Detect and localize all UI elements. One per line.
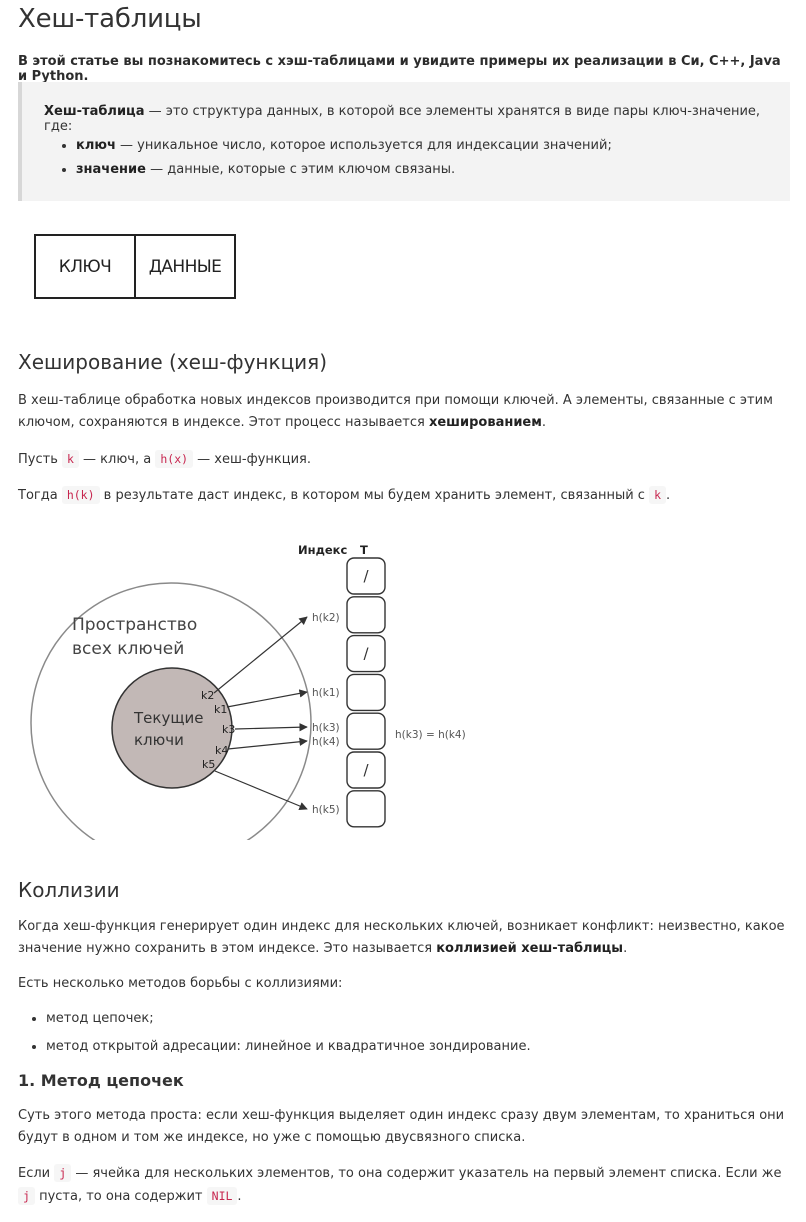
hash-table-slots: / / /: [346, 557, 386, 828]
hash-table-slot: [346, 751, 386, 789]
key-label: k1: [214, 703, 227, 716]
hash-table-slot: [346, 596, 386, 634]
definition-callout: Хеш-таблица — это структура данных, в ко…: [18, 82, 790, 201]
paragraph-text: — хеш-функция.: [193, 452, 311, 467]
paragraph-text: .: [666, 488, 671, 503]
definition-body: — это структура данных, в которой все эл…: [44, 104, 761, 134]
paragraph-text: В хеш-таблице обработка новых индексов п…: [18, 393, 773, 430]
list-item: значение — данные, которые с этим ключом…: [76, 162, 612, 177]
chaining-paragraph-2: Если j — ячейка для нескольких элементов…: [18, 1162, 790, 1208]
definition-list: ключ — уникальное число, которое использ…: [44, 138, 612, 186]
hash-label: h(k2): [312, 612, 340, 624]
inline-code: NIL: [206, 1187, 238, 1205]
list-item-term: ключ: [76, 138, 116, 153]
collisions-heading: Коллизии: [18, 878, 120, 902]
hash-arrow: [213, 616, 308, 694]
paragraph-text: пуста, то она содержит: [34, 1189, 207, 1204]
empty-slot-marker: /: [363, 645, 369, 663]
hash-label: h(k1): [312, 687, 340, 699]
hash-arrow: [214, 770, 308, 810]
inner-label-line-1: Текущие: [133, 709, 203, 727]
paragraph-text: Тогда: [18, 488, 62, 503]
paragraph-text: .: [541, 415, 547, 430]
lead-paragraph: В этой статье вы познакомитесь с хэш-таб…: [18, 54, 781, 84]
hash-arrow: [226, 689, 308, 708]
inline-code: h(x): [155, 450, 194, 468]
list-item-text: — данные, которые с этим ключом связаны.: [145, 162, 456, 177]
collision-label: h(k3) = h(k4): [395, 729, 466, 741]
inline-code: h(k): [61, 486, 100, 504]
hash-label: h(k3): [312, 722, 340, 734]
list-item: метод открытой адресации: линейное и ква…: [46, 1037, 531, 1057]
inline-code: k: [649, 486, 667, 504]
inner-label-line-2: ключи: [134, 731, 184, 749]
hash-table-slot: [346, 790, 386, 828]
hashing-paragraph-2: Пусть k — ключ, а h(x) — хеш-функция.: [18, 448, 790, 471]
key-value-diagram: КЛЮЧ ДАННЫЕ: [34, 234, 236, 299]
empty-slot-marker: /: [363, 761, 369, 779]
paragraph-text: Когда хеш-функция генерирует один индекс…: [18, 919, 785, 956]
collision-methods-list: метод цепочек; метод открытой адресации:…: [18, 1009, 531, 1065]
value-cell: ДАННЫЕ: [134, 236, 234, 297]
paragraph-text: — ключ, а: [78, 452, 156, 467]
list-item: метод цепочек;: [46, 1009, 531, 1029]
key-label: k4: [215, 744, 228, 757]
inline-code: k: [61, 450, 79, 468]
paragraph-text: — ячейка для нескольких элементов, то он…: [71, 1166, 782, 1181]
outer-label-line-2: всех ключей: [72, 639, 184, 659]
current-keys-circle: [111, 667, 233, 789]
paragraph-text: в результате даст индекс, в котором мы б…: [99, 488, 650, 503]
definition-text: Хеш-таблица — это структура данных, в ко…: [44, 104, 790, 134]
hash-table-slot: [346, 673, 386, 712]
hash-label: h(k5): [312, 804, 340, 816]
chaining-heading: 1. Метод цепочек: [18, 1071, 184, 1090]
definition-term: Хеш-таблица: [44, 104, 145, 119]
hash-table-slot: [346, 557, 386, 595]
paragraph-text: .: [623, 941, 628, 956]
paragraph-text: Если: [18, 1166, 55, 1181]
key-label: k3: [222, 723, 235, 736]
collisions-paragraph-1: Когда хеш-функция генерирует один индекс…: [18, 916, 790, 960]
hash-arrow: [234, 723, 308, 732]
hash-function-diagram: Пространство всех ключей Текущие ключи k…: [30, 543, 466, 840]
inline-code: j: [54, 1164, 72, 1182]
list-item-term: значение: [76, 162, 146, 177]
hash-table-slot: [346, 634, 386, 673]
table-label: T: [360, 543, 368, 557]
outer-label-line-1: Пространство: [72, 615, 197, 635]
hashing-paragraph-1: В хеш-таблице обработка новых индексов п…: [18, 390, 790, 434]
hash-table-slot: [346, 712, 386, 750]
hashing-paragraph-3: Тогда h(k) в результате даст индекс, в к…: [18, 484, 790, 507]
bold-term: хешированием: [428, 415, 542, 430]
inline-code: j: [18, 1187, 35, 1205]
paragraph-text: .: [237, 1189, 242, 1204]
page-title: Хеш-таблицы: [18, 4, 202, 34]
key-cell: КЛЮЧ: [58, 256, 112, 277]
chaining-paragraph-1: Суть этого метода проста: если хеш-функц…: [18, 1108, 785, 1145]
key-label: k5: [202, 758, 215, 771]
hashing-heading: Хеширование (хеш-функция): [18, 350, 328, 374]
list-item: ключ — уникальное число, которое использ…: [76, 138, 612, 153]
collisions-paragraph-2: Есть несколько методов борьбы с коллизия…: [18, 976, 343, 991]
index-label: Индекс: [298, 543, 347, 557]
key-label: k2: [201, 689, 214, 702]
paragraph-text: Пусть: [18, 452, 62, 467]
list-item-text: — уникальное число, которое используется…: [115, 138, 612, 153]
hash-arrow: [227, 737, 308, 750]
bold-term: коллизией хеш-таблицы: [436, 941, 624, 956]
hash-label: h(k4): [312, 736, 340, 748]
empty-slot-marker: /: [363, 567, 369, 585]
